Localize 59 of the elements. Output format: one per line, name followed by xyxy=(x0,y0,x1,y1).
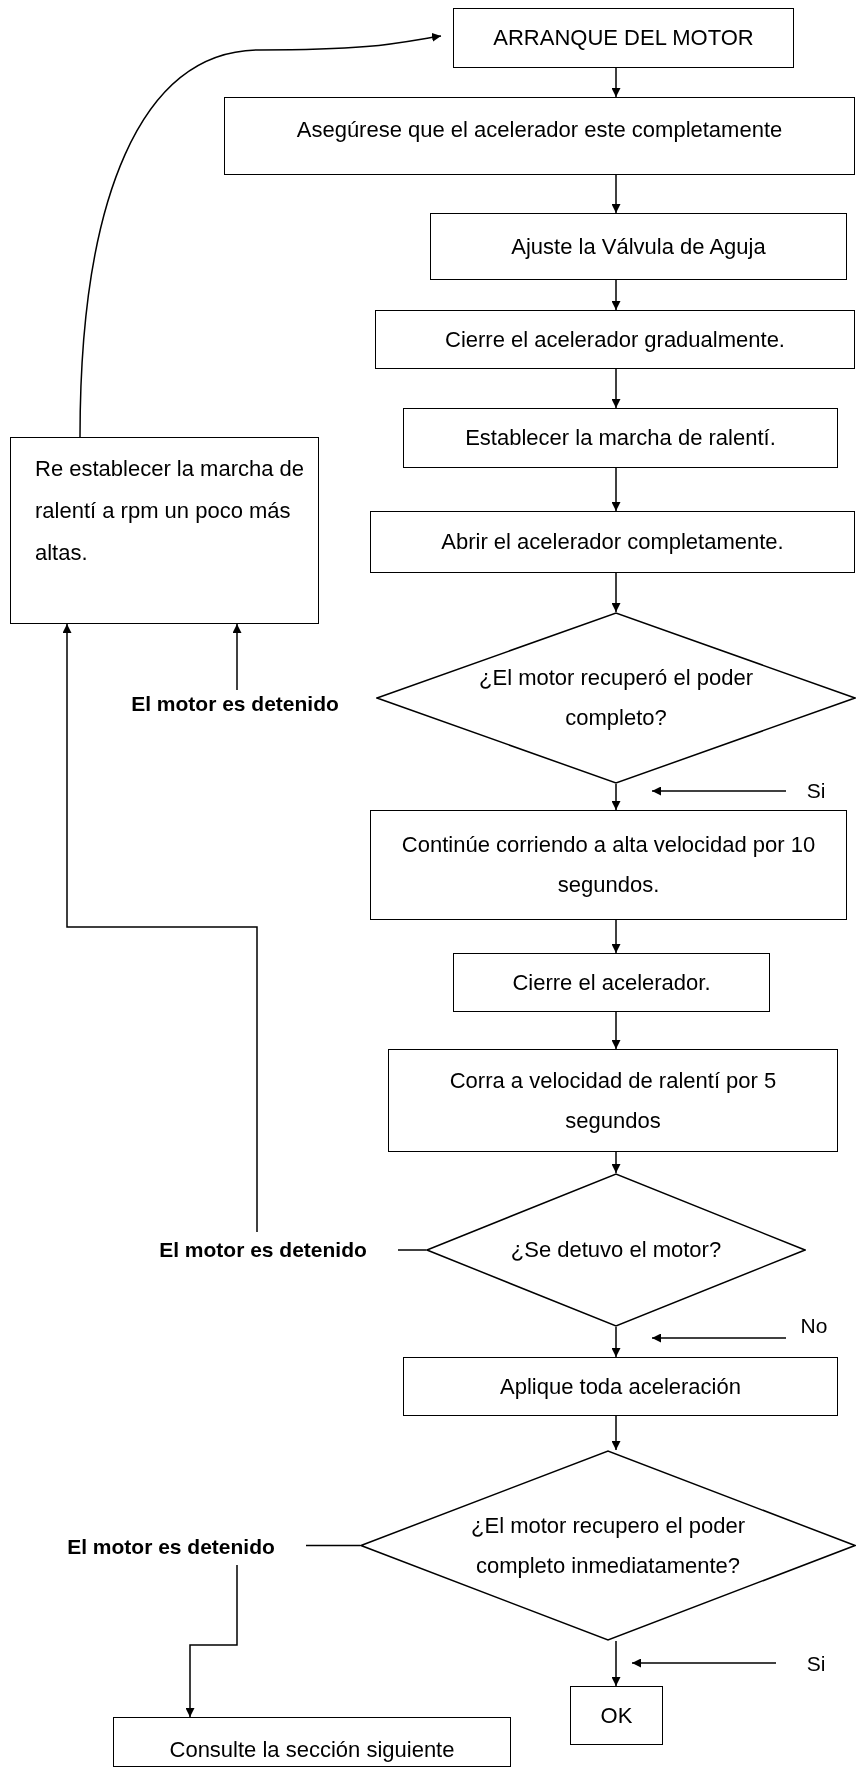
process-box xyxy=(224,97,855,175)
arrow xyxy=(62,623,258,1233)
process-box xyxy=(370,511,855,573)
box-text: Establecer la marcha de ralentí. xyxy=(465,424,776,452)
process-box xyxy=(375,310,855,369)
arrow xyxy=(79,32,442,438)
box-text: ARRANQUE DEL MOTOR xyxy=(493,24,754,52)
arrow xyxy=(651,786,787,796)
arrow xyxy=(232,623,242,691)
arrow xyxy=(611,368,621,409)
arrow xyxy=(611,1151,621,1174)
process-box xyxy=(403,1357,838,1416)
decision-diamond xyxy=(376,612,856,784)
branch-label: Si xyxy=(796,777,836,805)
arrow xyxy=(185,1564,238,1718)
branch-label: El motor es detenido xyxy=(36,1533,306,1561)
box-text: Abrir el acelerador completamente. xyxy=(441,528,784,556)
decision-text: ¿Se detuvo el motor? xyxy=(510,1236,722,1264)
process-box xyxy=(570,1686,663,1745)
arrow xyxy=(611,1415,621,1451)
process-box xyxy=(430,213,847,280)
box-text: Re establecer la marcha de ralentí a rpm un poco más altas. xyxy=(35,455,306,567)
branch-label: No xyxy=(792,1312,836,1340)
decision-text: ¿El motor recuperó el poder completo? xyxy=(478,664,754,732)
branch-label: El motor es detenido xyxy=(100,690,370,718)
box-text: Ajuste la Válvula de Aguja xyxy=(511,232,766,261)
process-box xyxy=(388,1049,838,1152)
process-box xyxy=(403,408,838,468)
arrow xyxy=(611,279,621,311)
arrow xyxy=(651,1333,787,1343)
box-text: Aplique toda aceleración xyxy=(500,1372,741,1401)
box-text: Cierre el acelerador. xyxy=(512,968,711,997)
arrow xyxy=(611,783,621,811)
box-text: Corra a velocidad de ralentí por 5 segundos xyxy=(448,1066,778,1135)
arrow xyxy=(611,1640,621,1687)
process-box xyxy=(453,8,794,68)
arrow xyxy=(631,1658,777,1668)
box-text: OK xyxy=(600,1701,633,1730)
process-box xyxy=(453,953,770,1012)
decision-text: ¿El motor recupero el poder completo inmediatamente? xyxy=(470,1511,746,1580)
box-text: Cierre el acelerador gradualmente. xyxy=(445,325,785,354)
box-text: Continúe corriendo a alta velocidad por 10 segundos. xyxy=(400,831,817,899)
arrow xyxy=(611,919,621,954)
arrow xyxy=(611,572,621,613)
arrow xyxy=(611,174,621,214)
process-box xyxy=(10,437,319,624)
branch-label: Si xyxy=(796,1650,836,1678)
process-box xyxy=(113,1717,511,1767)
connector-line xyxy=(397,1249,427,1251)
decision-diamond xyxy=(360,1450,856,1641)
connector-line xyxy=(305,1544,361,1547)
box-text: Asegúrese que el acelerador este completamente xyxy=(296,116,783,144)
box-text: Consulte la sección siguiente xyxy=(169,1736,455,1764)
process-box xyxy=(370,810,847,920)
arrow xyxy=(611,467,621,512)
arrow xyxy=(611,1011,621,1050)
arrow xyxy=(611,1326,621,1358)
arrow xyxy=(611,67,621,98)
branch-label: El motor es detenido xyxy=(128,1236,398,1264)
